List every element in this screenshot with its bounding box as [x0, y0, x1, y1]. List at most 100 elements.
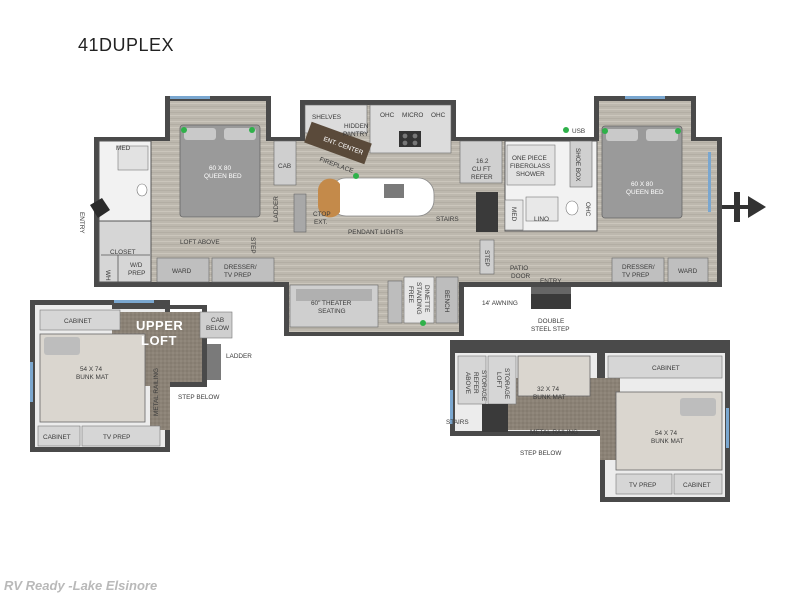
label-tv-prep-ur: TV PREP	[629, 482, 656, 489]
label-step-right: STEP	[483, 250, 490, 267]
label-ohc-1: OHC	[380, 112, 395, 119]
label-ward-left: WARD	[172, 268, 192, 275]
stairs-main	[476, 192, 498, 232]
label-wh: WH	[104, 270, 111, 281]
label-queen-bed-right-2: QUEEN BED	[626, 189, 664, 196]
label-bunk-mat-ur-2: BUNK MAT	[651, 438, 684, 445]
above-refer-storage	[457, 355, 487, 405]
label-loft-storage-2: STORAGE	[503, 368, 510, 399]
cooktop	[399, 131, 421, 147]
main-floor	[90, 96, 766, 336]
shoe-box	[569, 140, 593, 188]
upper-loft-left	[30, 300, 233, 452]
label-hidden-pantry-2: PANTRY	[343, 131, 369, 138]
left-bath-shower	[117, 145, 149, 171]
label-patio-door-1: PATIO	[510, 265, 528, 272]
label-metal-railing-ur: METAL RAILING	[530, 429, 578, 436]
bench	[435, 276, 459, 324]
cab-main	[273, 140, 297, 186]
label-dresser-left-2: TV PREP	[224, 272, 251, 279]
dresser-right	[611, 257, 665, 283]
label-theater-1: 60" THEATER	[311, 300, 352, 307]
label-above-refer-2: REFER	[472, 372, 479, 394]
label-entry-right: ENTRY	[540, 278, 562, 285]
label-double-step-1: DOUBLE	[538, 318, 564, 325]
label-cab-below-2: BELOW	[206, 325, 230, 332]
label-theater-2: SEATING	[318, 308, 346, 315]
cab-below-ul	[199, 311, 233, 339]
tv-prep-ul	[81, 425, 161, 447]
label-cabinet-ur-top: CABINET	[652, 365, 680, 372]
label-dinette-1: FREE	[407, 286, 414, 303]
ward-left	[156, 257, 210, 283]
loft-right-labels: ABOVE REFER STORAGE LOFT STORAGE 32 X 74…	[446, 365, 711, 489]
label-cabinet-ul-top: CABINET	[64, 318, 92, 325]
label-queen-bed-right-1: 60 X 80	[631, 181, 653, 188]
label-metal-railing-ul: METAL RAILING	[153, 368, 160, 416]
main-floor-labels: MED ENTRY CLOSET WH W/D PREP LOFT ABOVE …	[78, 112, 698, 333]
left-toilet	[136, 183, 148, 197]
label-cabinet-ur-bottom: CABINET	[683, 482, 711, 489]
cabinet-ul-bottom	[37, 425, 81, 447]
label-med-left: MED	[116, 145, 131, 152]
upper-loft-left-labels: UPPER LOFT CABINET CAB BELOW 54 X 74 BUN…	[43, 317, 252, 441]
label-cab-below-1: CAB	[211, 317, 224, 324]
loft-storage	[487, 355, 517, 405]
label-queen-bed-left-2: QUEEN BED	[204, 173, 242, 180]
label-shoe-box: SHOE BOX	[574, 148, 581, 182]
label-closet: CLOSET	[110, 249, 136, 256]
label-above-refer-1: ABOVE	[464, 372, 471, 394]
closet	[98, 220, 152, 283]
label-wd-prep-1: W/D	[130, 262, 143, 269]
label-shower-2: FIBERGLASS	[510, 163, 550, 170]
label-refer-3: REFER	[471, 174, 493, 181]
right-toilet	[565, 200, 579, 216]
label-step-below-ur: STEP BELOW	[520, 450, 562, 457]
label-hidden-pantry-1: HIDDEN	[344, 123, 369, 130]
bunk-32	[517, 355, 591, 397]
label-dresser-left-1: DRESSER/	[224, 264, 257, 271]
label-step-left: STEP	[249, 237, 256, 254]
label-refer-1: 16.2	[476, 158, 489, 165]
ladder-main	[293, 193, 307, 233]
label-loft-storage-1: LOFT	[495, 372, 502, 388]
stairs-ur	[482, 404, 508, 432]
tv-prep-ur	[615, 473, 673, 495]
watermark: RV Ready -Lake Elsinore	[4, 578, 158, 593]
label-wd-prep-2: PREP	[128, 270, 145, 277]
label-bunk-mat-ur-1: 54 X 74	[655, 430, 677, 437]
label-above-refer-3: STORAGE	[480, 370, 487, 401]
label-ward-right: WARD	[678, 268, 698, 275]
label-stairs-ur: STAIRS	[446, 419, 469, 426]
label-lino: LINO	[534, 216, 549, 223]
label-ohc-2: OHC	[431, 112, 446, 119]
label-dresser-right-2: TV PREP	[622, 272, 649, 279]
label-shelves: SHELVES	[312, 114, 341, 121]
ladder-ul	[207, 344, 221, 380]
label-bunk-mat-ul-2: BUNK MAT	[76, 374, 109, 381]
label-ctop-ext-2: EXT.	[314, 219, 328, 226]
label-refer-2: CU FT	[472, 166, 491, 173]
label-shower-1: ONE PIECE	[512, 155, 547, 162]
label-usb: USB	[572, 128, 585, 135]
label-dinette-2: STANDING	[415, 282, 422, 315]
label-dinette-3: DINETTE	[423, 285, 430, 312]
label-ohc-right: OHC	[584, 202, 591, 217]
queen-bed-left	[179, 124, 261, 218]
label-tv-prep-ul: TV PREP	[103, 434, 130, 441]
label-upper-loft-2: LOFT	[141, 333, 177, 348]
label-entry-left: ENTRY	[78, 212, 85, 234]
cabinet-ur-top	[607, 355, 723, 379]
cabinet-ul-top	[39, 309, 121, 331]
label-med-right: MED	[510, 207, 517, 222]
label-step-below-ul: STEP BELOW	[178, 394, 220, 401]
label-queen-bed-left-1: 60 X 80	[209, 165, 231, 172]
label-ctop-ext-1: CTOP	[313, 211, 331, 218]
dresser-left	[211, 257, 275, 283]
usb-dot	[563, 127, 569, 133]
label-upper-loft-1: UPPER	[136, 318, 183, 333]
label-loft-above: LOFT ABOVE	[180, 239, 220, 246]
label-ladder-main: LADDER	[273, 196, 280, 222]
label-bunk-32-1: 32 X 74	[537, 386, 559, 393]
